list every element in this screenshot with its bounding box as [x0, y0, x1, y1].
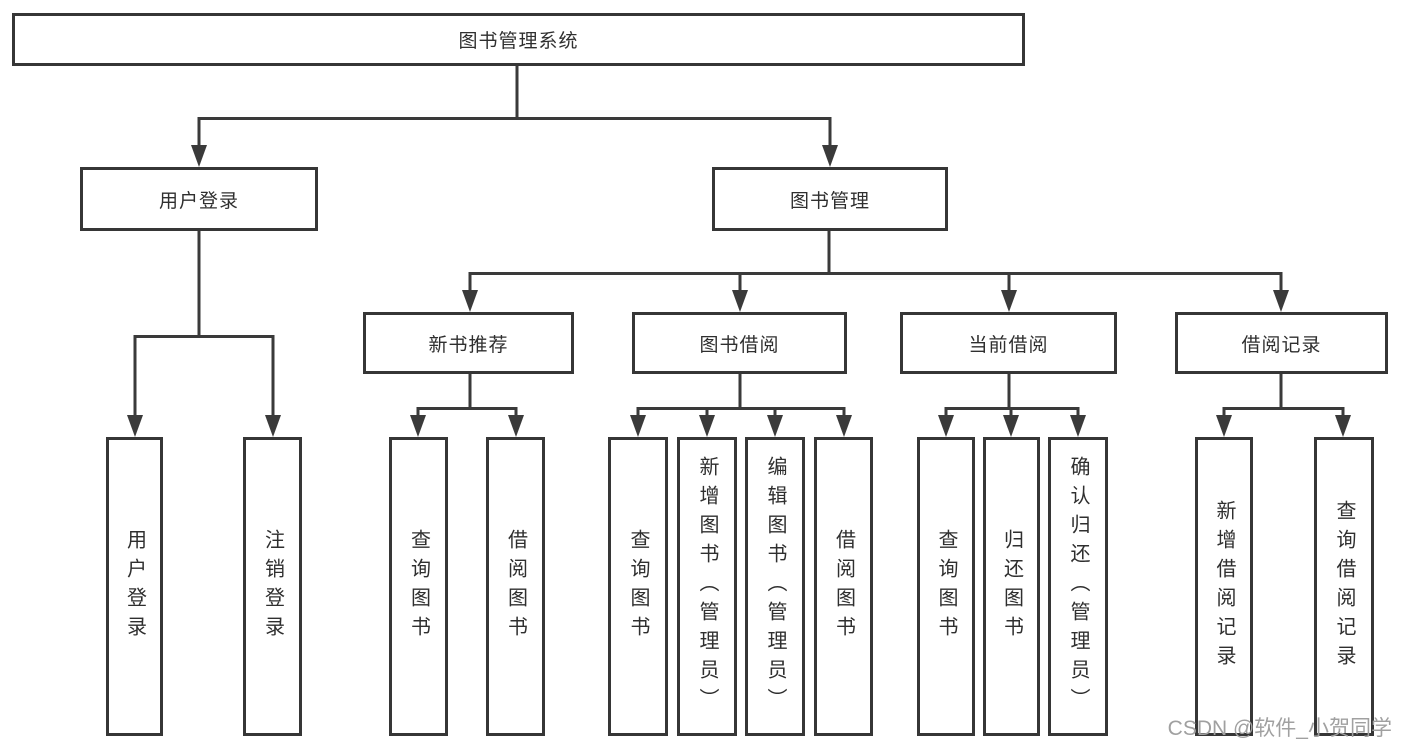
- leaf-add-book-admin: 新增图书（管理员）: [677, 437, 737, 736]
- leaf-label: 借阅图书: [832, 528, 855, 645]
- leaf-user-login: 用户登录: [106, 437, 163, 736]
- leaf-return-book: 归还图书: [983, 437, 1040, 736]
- leaf-edit-book-admin: 编辑图书（管理员）: [745, 437, 805, 736]
- leaf-borrow-books-recommend: 借阅图书: [486, 437, 545, 736]
- node-new-book-recommend: 新书推荐: [363, 312, 574, 374]
- connector-user-login-children: [127, 228, 281, 437]
- leaf-query-borrow-record: 查询借阅记录: [1314, 437, 1374, 736]
- leaf-label: 查询图书: [407, 528, 430, 645]
- csdn-watermark: CSDN @软件_小贺同学: [1167, 717, 1392, 740]
- leaf-label: 查询图书: [627, 528, 649, 645]
- leaf-query-books-current: 查询图书: [917, 437, 975, 736]
- connector-root-to-level2: [191, 64, 838, 167]
- leaf-query-books-recommend: 查询图书: [389, 437, 448, 736]
- leaf-add-borrow-record: 新增借阅记录: [1195, 437, 1253, 736]
- leaf-label: 查询图书: [935, 528, 957, 645]
- leaf-borrow-books: 借阅图书: [814, 437, 873, 736]
- node-user-login: 用户登录: [80, 167, 318, 231]
- leaf-confirm-return-admin: 确认归还（管理员）: [1048, 437, 1108, 736]
- connector-current-borrow-children: [938, 371, 1086, 437]
- leaf-logout: 注销登录: [243, 437, 302, 736]
- leaf-label: 新增借阅记录: [1213, 499, 1235, 674]
- connector-borrow-records-children: [1216, 371, 1351, 437]
- leaf-label: 编辑图书（管理员）: [764, 456, 786, 717]
- leaf-label: 归还图书: [1000, 528, 1023, 645]
- connector-book-management-children: [462, 228, 1289, 312]
- leaf-label: 新增图书（管理员）: [696, 456, 718, 717]
- leaf-label: 注销登录: [261, 528, 284, 645]
- leaf-label: 借阅图书: [504, 528, 527, 645]
- node-current-borrow: 当前借阅: [900, 312, 1117, 374]
- node-book-borrow: 图书借阅: [632, 312, 847, 374]
- leaf-query-books-borrow: 查询图书: [608, 437, 668, 736]
- leaf-label: 用户登录: [123, 528, 146, 645]
- connector-new-book-children: [410, 371, 524, 437]
- node-borrow-records: 借阅记录: [1175, 312, 1388, 374]
- node-book-management: 图书管理: [712, 167, 948, 231]
- leaf-label: 确认归还（管理员）: [1067, 456, 1089, 717]
- node-root: 图书管理系统: [12, 13, 1025, 66]
- connector-book-borrow-children: [630, 371, 852, 437]
- leaf-label: 查询借阅记录: [1333, 499, 1355, 674]
